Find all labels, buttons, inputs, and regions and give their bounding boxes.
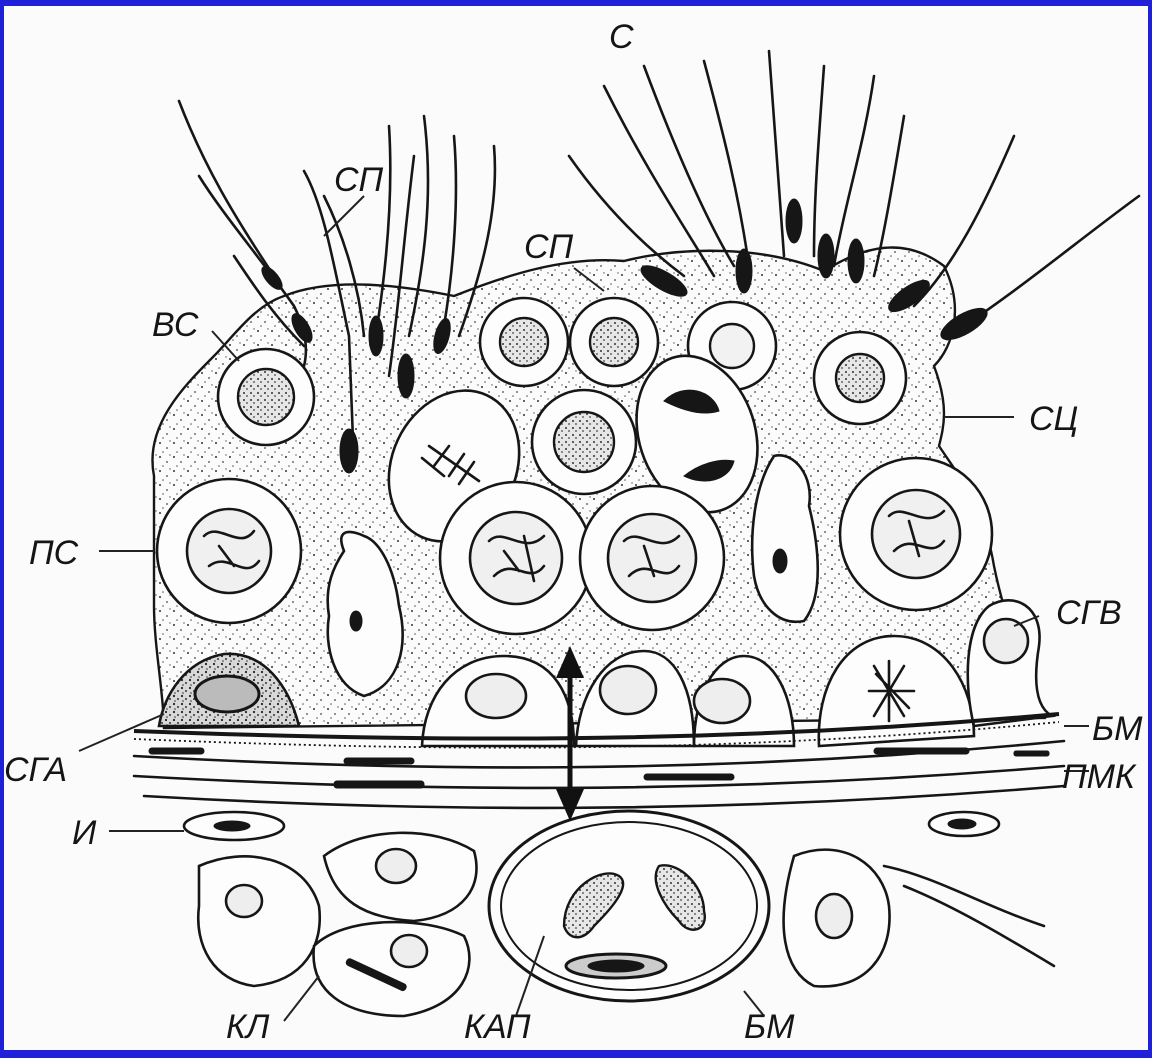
diagram-frame: С СП СП ВС СЦ ПС СГВ БМ СГА ПМК И КЛ КАП… (4, 6, 1148, 1050)
label-kl: КЛ (226, 1008, 270, 1046)
label-ps: ПС (29, 534, 79, 572)
label-kap: КАП (464, 1008, 531, 1046)
label-bm-right: БМ (1092, 710, 1143, 748)
label-pmk: ПМК (1062, 758, 1137, 796)
label-sp-center: СП (524, 228, 574, 266)
label-sga: СГА (4, 751, 67, 789)
label-sgv: СГВ (1056, 594, 1122, 632)
peritubular-layer (134, 741, 1064, 808)
label-i: И (72, 814, 97, 852)
label-sc: СЦ (1029, 400, 1078, 438)
label-bm-bottom: БМ (744, 1008, 795, 1046)
seminiferous-tubule-diagram: С СП СП ВС СЦ ПС СГВ БМ СГА ПМК И КЛ КАП… (4, 6, 1148, 1050)
label-vs: ВС (152, 306, 199, 344)
label-c: С (609, 18, 634, 56)
label-sp-left: СП (334, 161, 384, 199)
